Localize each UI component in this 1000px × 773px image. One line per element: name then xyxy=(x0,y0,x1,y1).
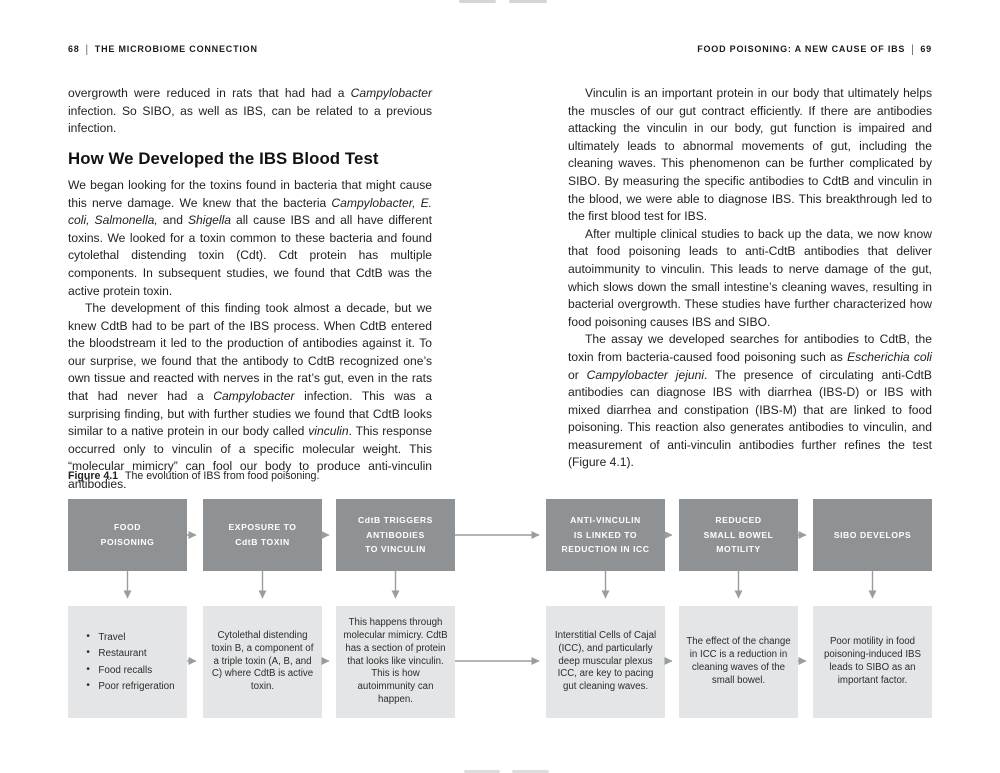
bullet-item: Travel xyxy=(86,630,174,644)
left-page-number: 68 xyxy=(68,44,80,54)
flow-detail-icc-effect: The effect of the change in ICC is a red… xyxy=(679,606,798,718)
right-running-header: FOOD POISONING: A NEW CAUSE OF IBS | 69 xyxy=(697,43,932,55)
paragraph: The assay we developed searches for anti… xyxy=(568,332,932,470)
bullet-item: Poor refrigeration xyxy=(86,679,174,693)
flow-detail-poor-motility: Poor motility in food poisoning-induced … xyxy=(813,606,932,718)
flow-detail-mimicry: This happens through molecular mimicry. … xyxy=(336,606,455,718)
left-page-body: overgrowth were reduced in rats that had… xyxy=(68,85,432,494)
bullet-item: Restaurant xyxy=(86,646,174,660)
paragraph: overgrowth were reduced in rats that had… xyxy=(68,86,432,136)
flow-box-anti-vinculin: ANTI-VINCULIN IS LINKED TO REDUCTION IN … xyxy=(546,499,665,571)
paragraph: Vinculin is an important protein in our … xyxy=(568,86,932,224)
flow-box-reduced-motility: REDUCED SMALL BOWEL MOTILITY xyxy=(679,499,798,571)
paragraph: After multiple clinical studies to back … xyxy=(568,226,932,329)
flow-detail-cdtb-toxin: Cytolethal distending toxin B, a compone… xyxy=(203,606,322,718)
risk-factor-list: Travel Restaurant Food recalls Poor refr… xyxy=(80,628,174,696)
page-edge-marker-top-left xyxy=(459,0,496,3)
page-edge-marker-bottom-right xyxy=(512,770,549,773)
flow-detail-icc: Interstitial Cells of Cajal (ICC), and p… xyxy=(546,606,665,718)
header-divider: | xyxy=(85,43,89,55)
left-header-title: THE MICROBIOME CONNECTION xyxy=(94,44,258,54)
flow-box-cdtb-triggers: CdtB TRIGGERS ANTIBODIES TO VINCULIN xyxy=(336,499,455,571)
header-divider: | xyxy=(911,43,915,55)
flow-box-sibo-develops: SIBO DEVELOPS xyxy=(813,499,932,571)
figure-label: Figure 4.1 xyxy=(68,470,119,482)
flow-box-food-poisoning: FOOD POISONING xyxy=(68,499,187,571)
right-page-number: 69 xyxy=(920,44,932,54)
page-edge-marker-top-right xyxy=(509,0,547,3)
right-header-title: FOOD POISONING: A NEW CAUSE OF IBS xyxy=(697,44,906,54)
figure-caption: Figure 4.1 The evolution of IBS from food… xyxy=(68,470,319,482)
right-page-body: Vinculin is an important protein in our … xyxy=(568,85,932,472)
paragraph: We began looking for the toxins found in… xyxy=(68,177,433,298)
figure-caption-text: The evolution of IBS from food poisoning… xyxy=(125,470,320,482)
flow-detail-risk-factors: Travel Restaurant Food recalls Poor refr… xyxy=(68,606,187,718)
left-running-header: 68 | THE MICROBIOME CONNECTION xyxy=(68,43,258,55)
section-heading: How We Developed the IBS Blood Test xyxy=(68,148,379,168)
page-edge-marker-bottom-left xyxy=(464,770,500,773)
flow-box-exposure-cdtb: EXPOSURE TO CdtB TOXIN xyxy=(203,499,322,571)
paragraph: The development of this finding took alm… xyxy=(68,301,433,492)
bullet-item: Food recalls xyxy=(86,662,174,677)
